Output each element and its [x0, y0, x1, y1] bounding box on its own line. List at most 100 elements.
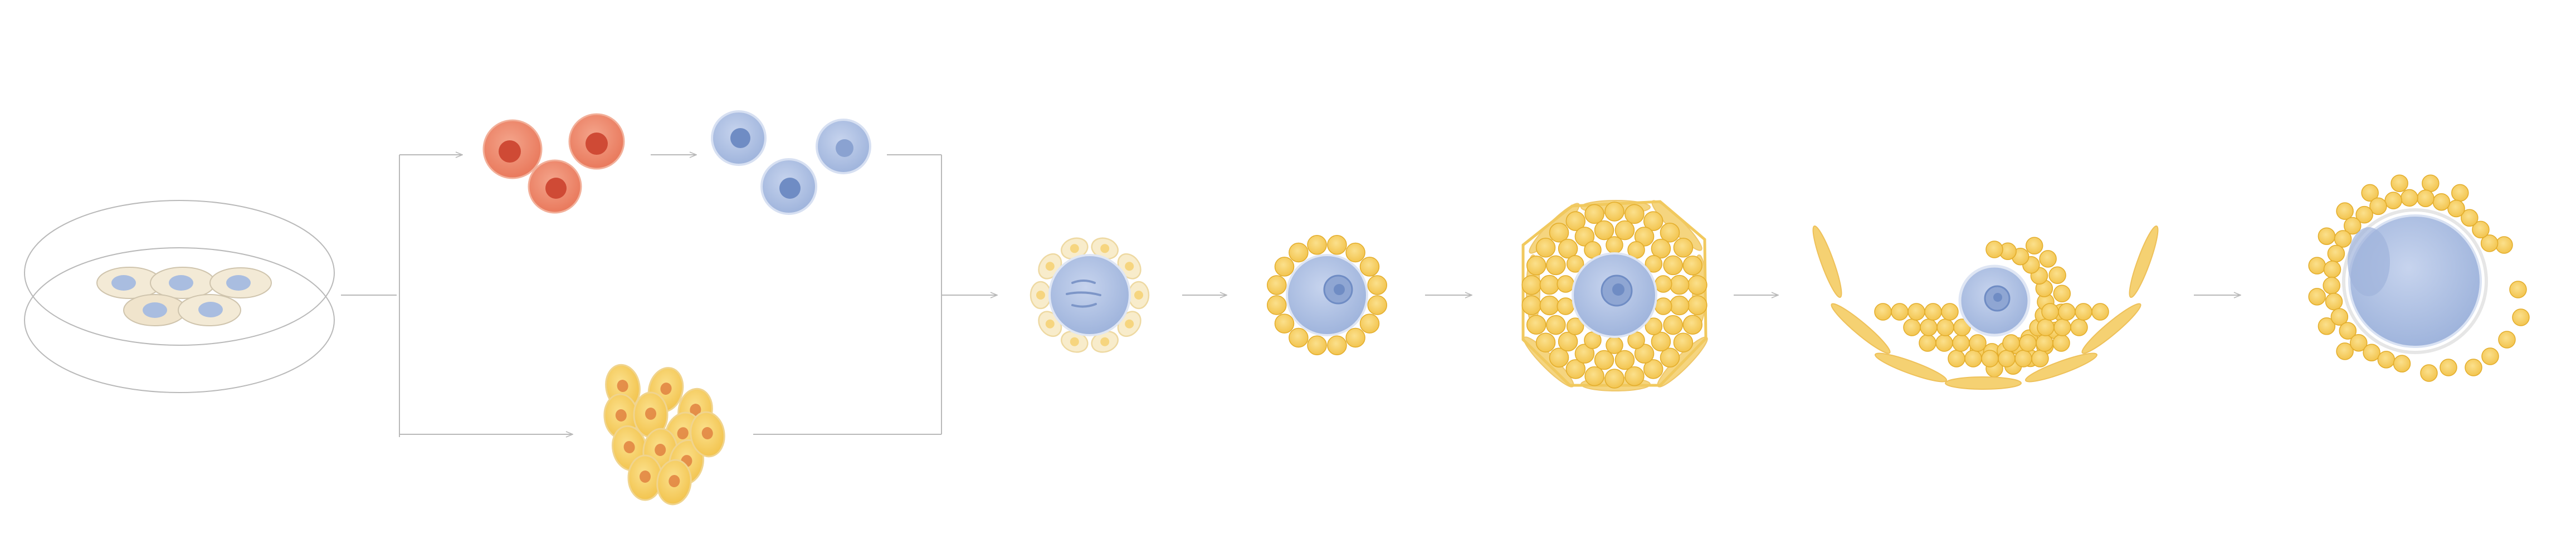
granulosa-cell	[2019, 334, 2037, 352]
yellow-cell	[690, 411, 725, 458]
granulosa-cell	[1903, 318, 1921, 336]
granulosa-cell	[2031, 350, 2049, 367]
oocyte-stage-3	[1521, 200, 1708, 391]
granulosa-cell	[1634, 227, 1655, 247]
theca-cell	[1812, 225, 1842, 298]
corona-cell	[2318, 317, 2336, 335]
corona-cell	[2361, 184, 2379, 202]
granulosa-cell	[1651, 331, 1671, 352]
blue-cell	[816, 119, 871, 174]
corona-cell	[2512, 308, 2530, 326]
granulosa-cell	[2002, 334, 2020, 352]
granulosa-cell	[1969, 334, 1987, 352]
granulosa-cell	[1307, 235, 1327, 255]
granulosa-cell	[1539, 295, 1560, 316]
culture-dish	[24, 200, 335, 393]
granulosa-cell	[1535, 238, 1556, 258]
dish-cell	[178, 294, 241, 326]
granulosa-cell	[1594, 350, 1614, 370]
granulosa-cell	[2014, 350, 2032, 367]
corona-cell	[2323, 261, 2341, 278]
corona-cell	[2422, 174, 2440, 192]
red-cell	[528, 159, 582, 214]
granulosa-cell	[1274, 257, 1295, 277]
corona-cell	[2325, 292, 2343, 311]
dish-rim-bottom	[24, 247, 335, 393]
granulosa-cell	[2025, 237, 2043, 255]
stage-2-nucleolus	[1334, 284, 1345, 295]
granulosa-cell	[1964, 350, 1982, 367]
granulosa-cell	[2075, 303, 2092, 321]
connector-lines	[341, 155, 2241, 437]
granulosa-cell	[1663, 315, 1683, 335]
corona-cell	[2393, 355, 2411, 373]
granulosa-cell	[1660, 347, 1680, 368]
corona-cell	[2432, 193, 2451, 211]
dish-cell	[96, 267, 162, 299]
granulosa-cell	[1546, 255, 1566, 276]
stage-3-nucleolus	[1612, 283, 1624, 296]
granulosa-cell	[1327, 235, 1347, 255]
granulosa-cell	[1874, 303, 1892, 321]
corona-cell	[2384, 192, 2402, 209]
corona-cell	[2472, 220, 2490, 239]
corona-cell	[2363, 344, 2380, 361]
granulosa-cell	[1907, 303, 1925, 321]
granulosa-cell	[2036, 334, 2053, 352]
granulosa-cell	[1687, 295, 1707, 315]
oocyte-stage-5	[2308, 174, 2530, 382]
granulosa-cell	[1526, 315, 1546, 335]
corona-cell	[2318, 227, 2336, 245]
yellow-cell	[656, 459, 692, 506]
corona-cell	[2451, 184, 2469, 202]
granulosa-cell	[1521, 295, 1541, 315]
granulosa-cell	[1654, 275, 1672, 293]
granulosa-cell	[1941, 303, 1959, 321]
theca-cell	[1874, 352, 1948, 383]
corona-cell	[2308, 288, 2326, 306]
pale-follicle-cell	[1128, 281, 1150, 310]
corona-cell	[2495, 236, 2513, 254]
granulosa-cell	[1367, 295, 1387, 315]
stage-1-chromatin	[1066, 280, 1101, 308]
granulosa-cell	[1687, 275, 1707, 295]
dish-cell	[209, 267, 272, 298]
granulosa-cell	[1624, 366, 1645, 386]
granulosa-cell	[1546, 315, 1566, 335]
theca-cell	[1945, 376, 2022, 390]
granulosa-cell	[1682, 256, 1703, 276]
pale-follicle-cell	[1030, 281, 1052, 310]
granulosa-cell	[1359, 257, 1380, 277]
stage-1-oocyte	[1048, 254, 1131, 336]
granulosa-cell	[1359, 313, 1380, 334]
granulosa-cell	[1584, 366, 1604, 386]
granulosa-cell	[1682, 315, 1703, 335]
granulosa-cell	[1345, 242, 1365, 263]
blue-cell-cluster	[711, 110, 871, 215]
granulosa-cell	[2037, 318, 2055, 336]
granulosa-cell	[1660, 222, 1680, 243]
corona-cell	[2480, 234, 2499, 252]
corona-cell	[2377, 351, 2396, 369]
granulosa-cell	[1549, 347, 1569, 368]
corona-cell	[2481, 347, 2499, 365]
granulosa-cell	[1948, 350, 1965, 367]
granulosa-cell	[1669, 275, 1690, 295]
corona-cell	[2440, 359, 2457, 376]
granulosa-cell	[1669, 295, 1690, 316]
granulosa-cell	[1952, 334, 1970, 352]
corona-cell	[2401, 189, 2418, 207]
granulosa-cell	[1924, 303, 1942, 321]
granulosa-cell	[1651, 238, 1671, 259]
corona-cell	[2498, 331, 2516, 349]
dish-rim-top	[24, 200, 335, 346]
corona-cell	[2390, 174, 2408, 192]
corona-cell	[2369, 197, 2387, 215]
granulosa-cell	[1624, 204, 1645, 224]
granulosa-cell	[1539, 275, 1560, 295]
corona-cell	[2417, 189, 2434, 207]
oocyte-stage-1	[1030, 237, 1150, 353]
granulosa-cell	[1673, 332, 1694, 352]
granulosa-cell	[2058, 303, 2076, 321]
granulosa-cell	[1274, 313, 1295, 334]
